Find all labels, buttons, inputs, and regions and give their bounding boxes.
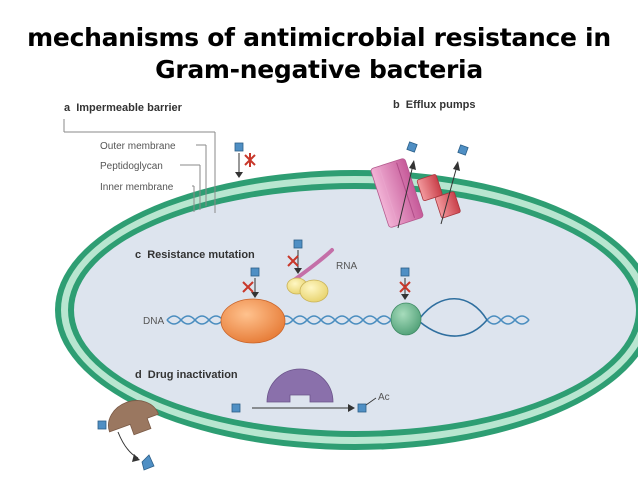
- block-cross-icon: [287, 255, 299, 267]
- block-cross-icon: [242, 281, 254, 293]
- dna-helix: [166, 297, 530, 337]
- efflux-arrow-1: [397, 164, 414, 229]
- peptidoglycan-label: Peptidoglycan: [100, 161, 163, 172]
- block-cross-icon: [244, 153, 256, 167]
- panel-c: c Resistance mutation DNA RNA: [135, 239, 530, 344]
- membrane-label-leaders: [63, 119, 216, 213]
- entry-arrow-head: [235, 172, 243, 178]
- panel-a: a Impermeable barrier Outer membrane Pep…: [63, 102, 256, 213]
- drug-molecule: [234, 142, 244, 152]
- drug-molecule: [400, 267, 410, 277]
- drug-molecule: [97, 420, 107, 430]
- reaction-arrow-head: [348, 404, 355, 412]
- block-cross-icon: [399, 281, 411, 293]
- panel-a-heading: a Impermeable barrier: [64, 102, 183, 114]
- efflux-pump-red: [416, 174, 461, 219]
- acetyl-group-bond: [365, 397, 377, 406]
- panel-d: d Drug inactivation Ac: [135, 368, 390, 413]
- outer-membrane-label: Outer membrane: [100, 141, 176, 152]
- inactivation-arrow: [117, 431, 139, 459]
- cytoplasm: [74, 189, 636, 431]
- panel-c-heading: c Resistance mutation: [135, 249, 255, 261]
- outer-membrane-enzyme: [97, 400, 159, 471]
- efflux-arrow-2: [440, 165, 458, 225]
- rna-label: RNA: [336, 261, 357, 272]
- dna-label: DNA: [143, 316, 164, 327]
- acetylated-drug: [357, 403, 367, 413]
- dna-gyrase: [390, 302, 422, 336]
- panel-b: b Efflux pumps: [370, 99, 475, 229]
- rna-polymerase: [220, 298, 286, 344]
- inner-membrane-label: Inner membrane: [100, 182, 174, 193]
- efflux-arrow-2-head: [453, 161, 460, 171]
- rna-strand: [288, 248, 334, 285]
- inactivated-drug: [141, 454, 155, 471]
- drug-molecule: [293, 239, 303, 249]
- acetyl-label: Ac: [378, 392, 390, 403]
- panel-d-heading: d Drug inactivation: [135, 369, 238, 381]
- cell-envelope: [55, 170, 638, 450]
- efflux-arrow-1-head: [409, 160, 416, 170]
- title-line-2: Gram-negative bacteria: [155, 55, 483, 84]
- inactivating-enzyme: [266, 368, 334, 403]
- title-line-1: mechanisms of antimicrobial resistance i…: [27, 23, 611, 52]
- drug-molecule: [231, 403, 241, 413]
- panel-b-heading: b Efflux pumps: [393, 99, 475, 111]
- drug-molecule: [406, 141, 418, 153]
- slide-title: mechanisms of antimicrobial resistance i…: [0, 22, 638, 86]
- drug-molecule: [250, 267, 260, 277]
- ribosome-large-subunit: [299, 279, 329, 303]
- drug-molecule: [457, 144, 469, 156]
